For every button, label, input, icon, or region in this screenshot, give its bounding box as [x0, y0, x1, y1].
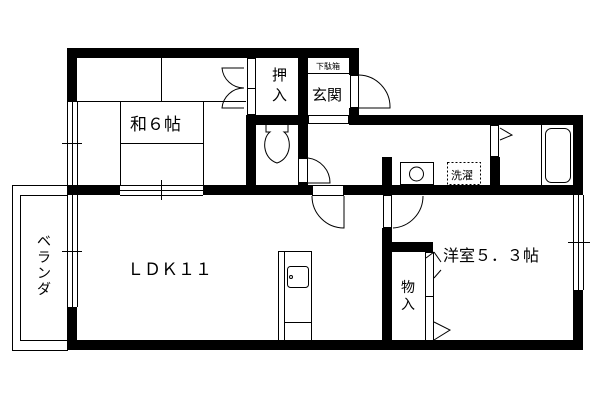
tatami-lines: [77, 58, 246, 185]
right-window: [568, 195, 590, 290]
toilet: [264, 125, 290, 164]
room-label-oshiire-1: 押: [272, 66, 287, 84]
bath-door[interactable]: [499, 127, 514, 141]
room-label-monoire-1: 物: [401, 280, 415, 296]
room-label-getabako: 下駄箱: [316, 61, 340, 71]
room-label-monoire-2: 入: [401, 297, 415, 313]
middle-window: [120, 180, 203, 200]
kitchen-sink: [287, 266, 309, 288]
laundry-space: [447, 162, 481, 185]
room-label-veranda-4: ダ: [37, 282, 51, 298]
room-label-veranda-3: ン: [37, 266, 51, 282]
room-label-veranda-2: ラ: [37, 250, 51, 266]
room-label-genkan: 玄関: [312, 86, 342, 104]
ldk-door[interactable]: [311, 195, 345, 229]
walls: [67, 48, 583, 350]
left-window: [62, 102, 82, 307]
kitchen-counter: [278, 251, 312, 341]
toilet-door[interactable]: [307, 157, 331, 184]
room-label-veranda-1: ベ: [37, 234, 51, 250]
room-label-ldk: ＬＤＫ１１: [127, 260, 212, 280]
youshitsu-door[interactable]: [392, 195, 424, 229]
oshiire-door[interactable]: [247, 58, 256, 115]
room-label-youshitsu: 洋室５．３帖: [443, 246, 539, 265]
room-label-oshiire-2: 入: [272, 86, 287, 104]
washer: [400, 162, 434, 185]
bathtub: [545, 128, 571, 183]
room-label-washitsu: 和６帖: [130, 115, 181, 135]
room-label-sentaku: 洗濯: [451, 169, 473, 182]
washitsu-door[interactable]: [221, 67, 245, 109]
entrance-door[interactable]: [358, 74, 391, 109]
